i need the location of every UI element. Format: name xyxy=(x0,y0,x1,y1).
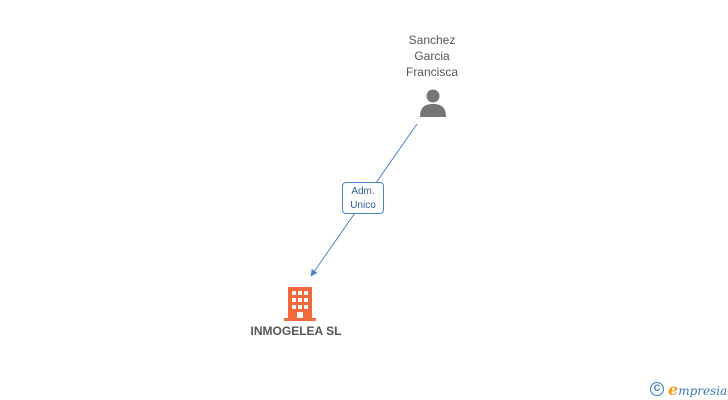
person-icon[interactable] xyxy=(418,88,448,118)
copyright-icon: C xyxy=(650,382,664,396)
person-name-line-3: Francisca xyxy=(405,65,458,79)
company-name[interactable]: INMOGELEA SL xyxy=(250,324,342,338)
brand-logo-initial: e xyxy=(668,379,679,399)
brand-watermark: C e mpresia xyxy=(650,380,727,399)
brand-logo: e mpresia xyxy=(668,380,727,399)
edge-label: Adm. Unico xyxy=(342,182,384,214)
edge-label-line-2: Unico xyxy=(350,200,376,211)
brand-logo-text: mpresia xyxy=(678,383,728,398)
person-name[interactable]: Sanchez Garcia Francisca xyxy=(372,32,492,80)
edge-label-line-1: Adm. xyxy=(351,186,375,197)
person-name-line-2: Garcia xyxy=(414,49,450,63)
person-name-line-1: Sanchez xyxy=(408,33,456,47)
building-icon[interactable] xyxy=(283,285,317,321)
